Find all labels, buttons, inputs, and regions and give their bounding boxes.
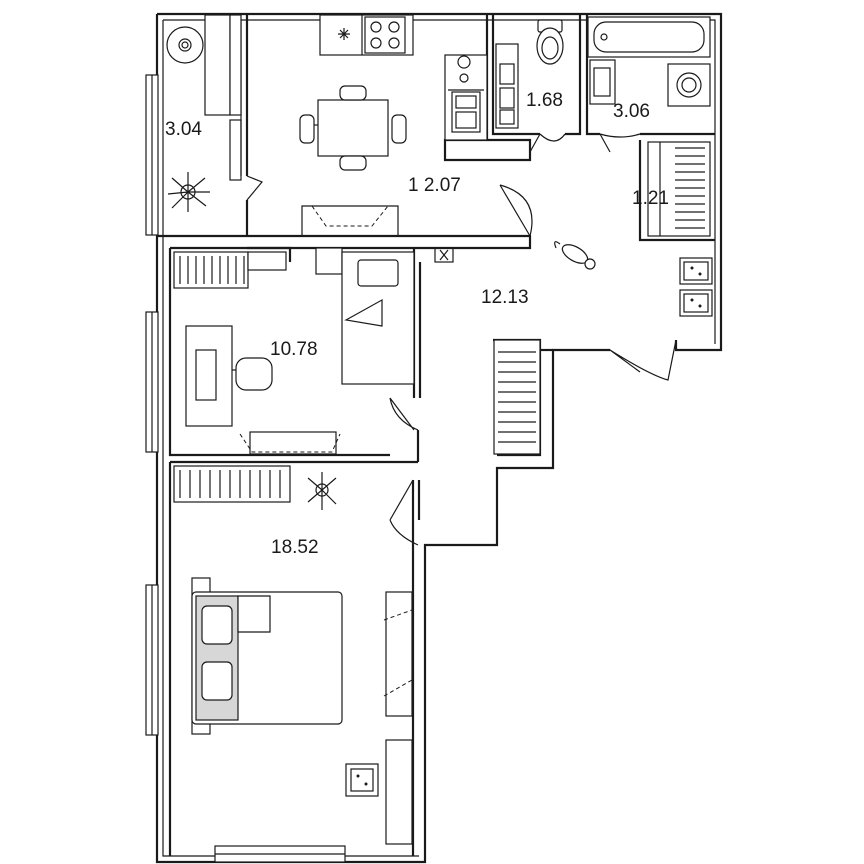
doors [246,133,677,546]
closet-area-label: 1.21 [632,188,669,209]
bathtub-icon [587,16,711,58]
cat-icon [554,241,596,270]
area-labels: 3.04 1 2.07 1.68 3.06 1.21 12.13 10.78 1… [165,90,669,558]
stove-icon [364,16,406,54]
hall-furniture [434,241,713,455]
sink-icon [451,91,481,133]
washing-machine-icon [448,55,484,91]
wc-area-label: 1.68 [526,90,563,111]
closet-furniture [647,141,711,237]
loggia-area-label: 3.04 [165,119,202,140]
plant-icon [167,172,210,212]
loggia-furniture [166,14,242,212]
kitchen-area-label: 1 2.07 [408,175,461,196]
outer-walls [155,12,723,864]
bathroom-furniture [587,16,711,107]
master-bedroom-area-label: 18.52 [271,537,319,558]
bed-icon [341,251,415,385]
small-bedroom-area-label: 10.78 [270,339,318,360]
hall-area-label: 12.13 [481,287,529,308]
bed-icon [191,577,343,735]
wc-furniture [495,19,564,129]
plant-icon [307,472,337,510]
chair-icon [232,357,273,391]
master-bedroom-furniture [173,465,413,845]
bathroom-area-label: 3.06 [613,101,650,122]
windows [145,74,346,863]
kitchen-furniture [299,14,488,237]
socket-icon [679,257,713,317]
toilet-icon [536,19,564,65]
socket-icon [345,763,379,797]
small-bedroom-furniture [173,247,415,455]
